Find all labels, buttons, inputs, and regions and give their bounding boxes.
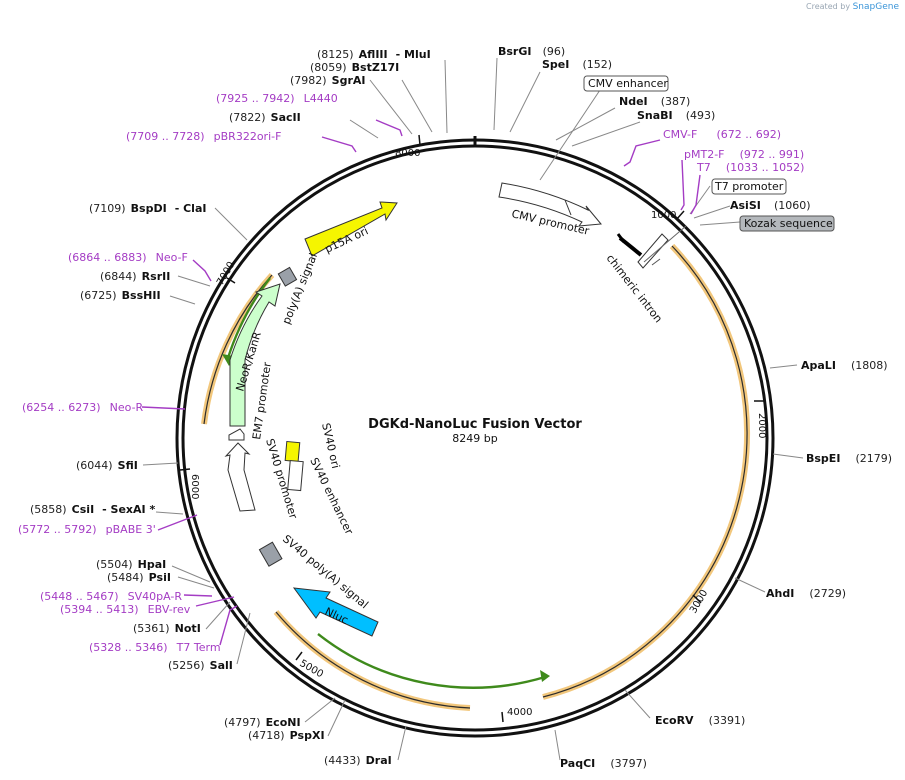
site-snabi[interactable]: SnaBI (493) (637, 104, 715, 123)
primer-t7[interactable]: T7 (1033 .. 1052) (696, 156, 804, 175)
site-bsshii[interactable]: (6725) BssHII (80, 284, 161, 303)
site-rsrii[interactable]: (6844) RsrII (100, 265, 170, 284)
site-econi[interactable]: (4797) EcoNI (224, 711, 301, 730)
site-aflIII[interactable]: (8125) AflIII- MluI (317, 43, 431, 62)
primer-cmv-f[interactable]: CMV-F (672 .. 692) (663, 123, 781, 142)
primer-neo-r[interactable]: (6254 .. 6273) Neo-R (22, 396, 144, 415)
site-psii[interactable]: (5484) PsiI (107, 566, 171, 585)
coordinate-ticks (179, 134, 764, 723)
tick-6000: 6000 (189, 474, 200, 499)
site-asisi[interactable]: AsiSI (1060) (730, 194, 811, 213)
site-bspdi[interactable]: (7109) BspDI- ClaI (89, 197, 206, 216)
site-spei[interactable]: SpeI (152) (542, 53, 612, 72)
snapgene-credit: Created by SnapGene (806, 2, 899, 12)
cmv-promoter-shape (498, 182, 602, 227)
sv40-ori-shape (284, 440, 301, 463)
plasmid-name: DGKd-NanoLuc Fusion Vector (368, 417, 582, 432)
nluc-shape (292, 587, 379, 637)
primer-ebv-rev[interactable]: (5394 .. 5413) EBV-rev (60, 598, 191, 617)
sv40-polya-shape (258, 541, 283, 567)
leader-lines (142, 57, 804, 761)
tick-4000: 4000 (507, 707, 532, 718)
site-csii[interactable]: (5858) CsiI- SexAI * (30, 498, 155, 517)
site-bstz17i[interactable]: (8059) BstZ17I (310, 56, 399, 75)
tick-1000: 1000 (651, 210, 676, 221)
neor-kanr-shape (229, 283, 281, 427)
site-hpai[interactable]: (5504) HpaI (96, 553, 166, 572)
p15a-ori-shape (304, 201, 398, 257)
site-apali[interactable]: ApaLI (1808) (801, 354, 888, 373)
site-ecorv[interactable]: EcoRV (3391) (655, 709, 745, 728)
polya-signal-shape (277, 266, 298, 287)
orf-arcs (201, 243, 751, 711)
site-drai[interactable]: (4433) DraI (324, 749, 392, 768)
primer-pmt2-f[interactable]: pMT2-F (972 .. 991) (684, 143, 804, 162)
polya-signal-label: poly(A) signal (280, 251, 320, 326)
site-noti[interactable]: (5361) NotI (133, 617, 201, 636)
site-bsrgi[interactable]: BsrGI (96) (498, 40, 565, 59)
credit-prefix: Created by (806, 2, 851, 11)
site-ahdi[interactable]: AhdI (2729) (766, 582, 846, 601)
em7-promoter-shape (228, 428, 245, 441)
plasmid-length: 8249 bp (452, 432, 497, 445)
kozak-label: Kozak sequence (744, 217, 833, 230)
cmv-enhancer-label: CMV enhancer (588, 77, 668, 90)
site-paqci[interactable]: PaqCI (3797) (560, 752, 647, 771)
primer-l4440[interactable]: (7925 .. 7942) L4440 (216, 87, 338, 106)
t7-promoter-label: T7 promoter (714, 180, 784, 193)
site-sali[interactable]: (5256) SalI (168, 654, 233, 673)
primer-sv40pa-r[interactable]: (5448 .. 5467) SV40pA-R (40, 585, 182, 604)
site-ndei[interactable]: NdeI (387) (619, 90, 690, 109)
tick-8000: 8000 (395, 148, 420, 159)
site-pspxi[interactable]: (4718) PspXI (248, 724, 325, 743)
primer-pbr322ori-f[interactable]: (7709 .. 7728) pBR322ori-F (126, 125, 281, 144)
backbone (175, 136, 775, 738)
tick-5000: 5000 (298, 658, 326, 680)
right-sites: BsrGI (96) SpeI (152) NdeI (387) SnaBI (… (498, 40, 892, 771)
primer-marks (141, 119, 701, 646)
boxed-labels: CMV enhancer T7 promoter Kozak sequence (583, 75, 835, 232)
site-sacii[interactable]: (7822) SacII (229, 106, 301, 125)
feature-shapes (224, 182, 687, 637)
snapgene-logo: SnapGene (852, 2, 899, 12)
primer-pbabe3[interactable]: (5772 .. 5792) pBABE 3' (18, 518, 156, 537)
primer-t7-term[interactable]: (5328 .. 5346) T7 Term (89, 636, 221, 655)
primer-neo-f[interactable]: (6864 .. 6883) Neo-F (68, 246, 188, 265)
sv40-promoter-shape (224, 442, 256, 512)
primer-labels: (7925 .. 7942) L4440 (7709 .. 7728) pBR3… (18, 87, 804, 655)
site-sgrai[interactable]: (7982) SgrAI (290, 69, 366, 88)
sv40-enhancer-shape (287, 459, 304, 492)
site-bspei[interactable]: BspEI (2179) (806, 447, 892, 466)
tick-2000: 2000 (756, 413, 767, 438)
em7-promoter-label: EM7 promoter (250, 361, 274, 441)
chimeric-intron-label: chimeric intron (604, 252, 665, 325)
left-sites: (8125) AflIII- MluI (8059) BstZ17I (7982… (30, 43, 431, 768)
site-sfii[interactable]: (6044) SfiI (76, 454, 138, 473)
